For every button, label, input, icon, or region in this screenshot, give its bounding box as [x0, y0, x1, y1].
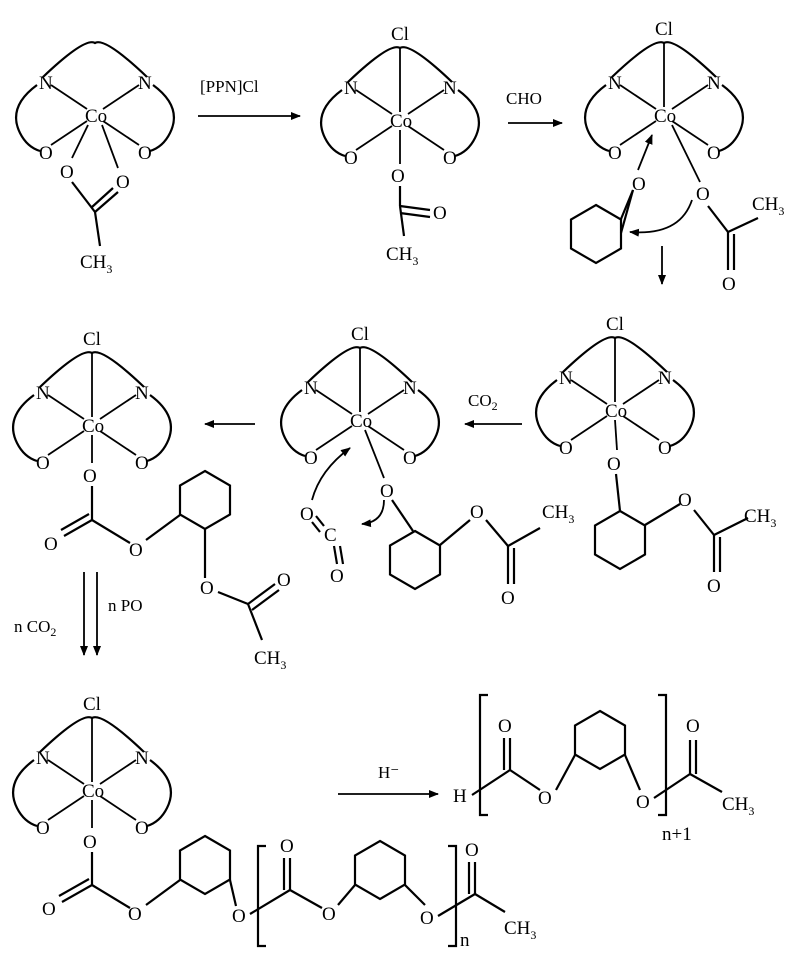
atom-o: O	[232, 906, 246, 927]
repeat-index-n1: n+1	[662, 824, 692, 845]
product-polycarbonate: H O O O n+1 O CH3	[453, 693, 754, 845]
atom-o: O	[116, 172, 130, 193]
atom-o: O	[470, 502, 484, 523]
atom-o: O	[391, 166, 405, 187]
atom-o: O	[686, 716, 700, 737]
atom-o: O	[538, 788, 552, 809]
atom-o: O	[465, 840, 479, 861]
atom-o: O	[498, 716, 512, 737]
atom-o: O	[678, 490, 692, 511]
reagent-npo: n PO	[108, 596, 142, 615]
complex-4-alkoxide: O O O CH3	[534, 313, 776, 597]
atom-o: O	[277, 570, 291, 591]
atom-o: O	[380, 481, 394, 502]
methyl-label: CH3	[722, 794, 754, 818]
atom-o: O	[707, 576, 721, 597]
atom-o: O	[322, 904, 336, 925]
repeat-index-n: n	[460, 930, 470, 951]
atom-o: O	[433, 203, 447, 224]
reagent-ppncl: [PPN]Cl	[200, 77, 259, 96]
atom-c-co2: C	[324, 525, 337, 546]
methyl-label: CH3	[504, 918, 536, 942]
atom-h-end: H	[453, 786, 467, 807]
methyl-label: CH3	[386, 244, 418, 268]
reagent-cho: CHO	[506, 89, 542, 108]
methyl-label: CH3	[744, 506, 776, 530]
complex-1-cobalt-acetate: O O CH3	[14, 41, 176, 276]
complex-7-polymer-chain: O O O O O O O n O CH3	[11, 693, 536, 951]
complex-3-epoxide-activation: O O O CH3	[569, 18, 784, 295]
atom-o: O	[696, 184, 710, 205]
atom-o-co2: O	[300, 504, 314, 525]
atom-o: O	[129, 540, 143, 561]
atom-o-co2: O	[330, 566, 344, 587]
complex-2-chloro-acetate: O O CH3	[319, 23, 481, 268]
methyl-label: CH3	[542, 502, 574, 526]
methyl-label: CH3	[752, 194, 784, 218]
atom-o: O	[83, 466, 97, 487]
reagent-nco2: n CO2	[14, 617, 56, 639]
atom-o: O	[44, 534, 58, 555]
atom-o: O	[83, 832, 97, 853]
atom-o: O	[501, 588, 515, 609]
methyl-label: CH3	[254, 648, 286, 672]
atom-o: O	[280, 836, 294, 857]
atom-o-epoxide: O	[632, 174, 646, 195]
atom-o: O	[607, 454, 621, 475]
atom-o: O	[60, 162, 74, 183]
atom-o: O	[420, 908, 434, 929]
reagent-co2: CO2	[468, 391, 498, 413]
atom-o: O	[636, 792, 650, 813]
complex-6-carbonate: O O O O O CH3	[11, 328, 291, 672]
atom-o: O	[128, 904, 142, 925]
atom-o: O	[200, 578, 214, 599]
reagent-hydride: H⁻	[378, 763, 399, 782]
methyl-label: CH3	[80, 252, 112, 276]
complex-5-co2-insertion: O O O CH3 O C O	[279, 323, 574, 609]
atom-o: O	[722, 274, 736, 295]
atom-o: O	[42, 899, 56, 920]
